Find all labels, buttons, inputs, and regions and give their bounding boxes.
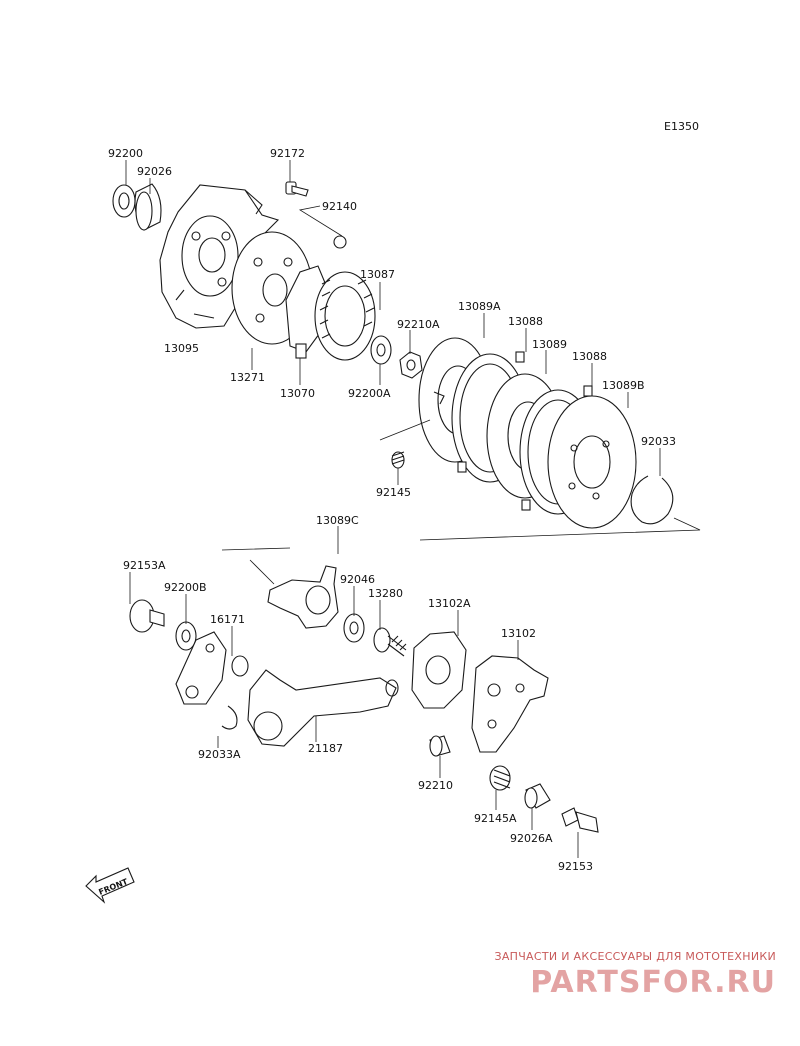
label-92145: 92145 xyxy=(376,486,411,499)
bolt-92153 xyxy=(561,807,599,833)
label-13280: 13280 xyxy=(368,587,403,600)
watermark-tagline: ЗАПЧАСТИ И АКСЕССУАРЫ ДЛЯ МОТОТЕХНИКИ xyxy=(494,950,776,963)
label-13088-b: 13088 xyxy=(572,350,607,363)
label-13102A: 13102A xyxy=(428,597,471,610)
spring-92145 xyxy=(391,451,405,469)
pin-13280 xyxy=(373,627,407,657)
pressure-plate-13089B xyxy=(547,395,637,529)
part-labels: 92200 92026 92172 92140 13087 13095 9221… xyxy=(108,147,676,873)
nut-92210A xyxy=(399,351,423,379)
bushing-92210 xyxy=(429,735,451,757)
label-13089A: 13089A xyxy=(458,300,501,313)
circlip-92033 xyxy=(630,475,674,525)
label-92026: 92026 xyxy=(137,165,172,178)
label-13087: 13087 xyxy=(360,268,395,281)
label-92140: 92140 xyxy=(322,200,357,213)
label-92046: 92046 xyxy=(340,573,375,586)
bolt-92153A xyxy=(129,599,165,633)
assembly-line-lower xyxy=(221,547,291,585)
label-13102: 13102 xyxy=(501,627,536,640)
diagram-code: E1350 xyxy=(664,120,699,133)
arm-21187 xyxy=(247,669,399,747)
label-92210: 92210 xyxy=(418,779,453,792)
label-13088-a: 13088 xyxy=(508,315,543,328)
label-92200B: 92200B xyxy=(164,581,207,594)
spring-92145A xyxy=(489,765,511,791)
assembly-line-upper xyxy=(379,419,701,541)
cam-13102A xyxy=(411,631,467,709)
circlip-92033A xyxy=(221,705,238,730)
label-13089: 13089 xyxy=(532,338,567,351)
clutch-housing-13095 xyxy=(159,184,280,329)
ball-92140 xyxy=(333,235,347,249)
label-13070: 13070 xyxy=(280,387,315,400)
label-92153A: 92153A xyxy=(123,559,166,572)
label-92033: 92033 xyxy=(641,435,676,448)
cam-plate-13102 xyxy=(471,655,549,753)
washer-92046 xyxy=(343,613,365,643)
label-92033A: 92033A xyxy=(198,748,241,761)
label-92200: 92200 xyxy=(108,147,143,160)
label-92210A: 92210A xyxy=(397,318,440,331)
leader-lines xyxy=(125,160,661,858)
collar-92026A xyxy=(524,783,551,809)
label-92200A: 92200A xyxy=(348,387,391,400)
lever-16171 xyxy=(175,631,249,705)
label-13089B: 13089B xyxy=(602,379,645,392)
label-13095: 13095 xyxy=(164,342,199,355)
label-13271: 13271 xyxy=(230,371,265,384)
watermark: ЗАПЧАСТИ И АКСЕССУАРЫ ДЛЯ МОТОТЕХНИКИ PA… xyxy=(494,950,776,1000)
plate-13089C xyxy=(267,565,339,629)
label-13089C: 13089C xyxy=(316,514,359,527)
label-92026A: 92026A xyxy=(510,832,553,845)
label-92172: 92172 xyxy=(270,147,305,160)
clutch-hub-13070 xyxy=(285,265,376,361)
washer-92200 xyxy=(112,184,136,218)
bolt-92172 xyxy=(285,181,309,197)
label-16171: 16171 xyxy=(210,613,245,626)
label-92145A: 92145A xyxy=(474,812,517,825)
bushing-92026 xyxy=(134,183,162,231)
front-arrow-icon: FRONT xyxy=(85,867,135,904)
label-92153: 92153 xyxy=(558,860,593,873)
watermark-logo: PARTSFOR.RU xyxy=(530,965,776,1000)
label-21187: 21187 xyxy=(308,742,343,755)
washer-92200A xyxy=(370,335,392,365)
